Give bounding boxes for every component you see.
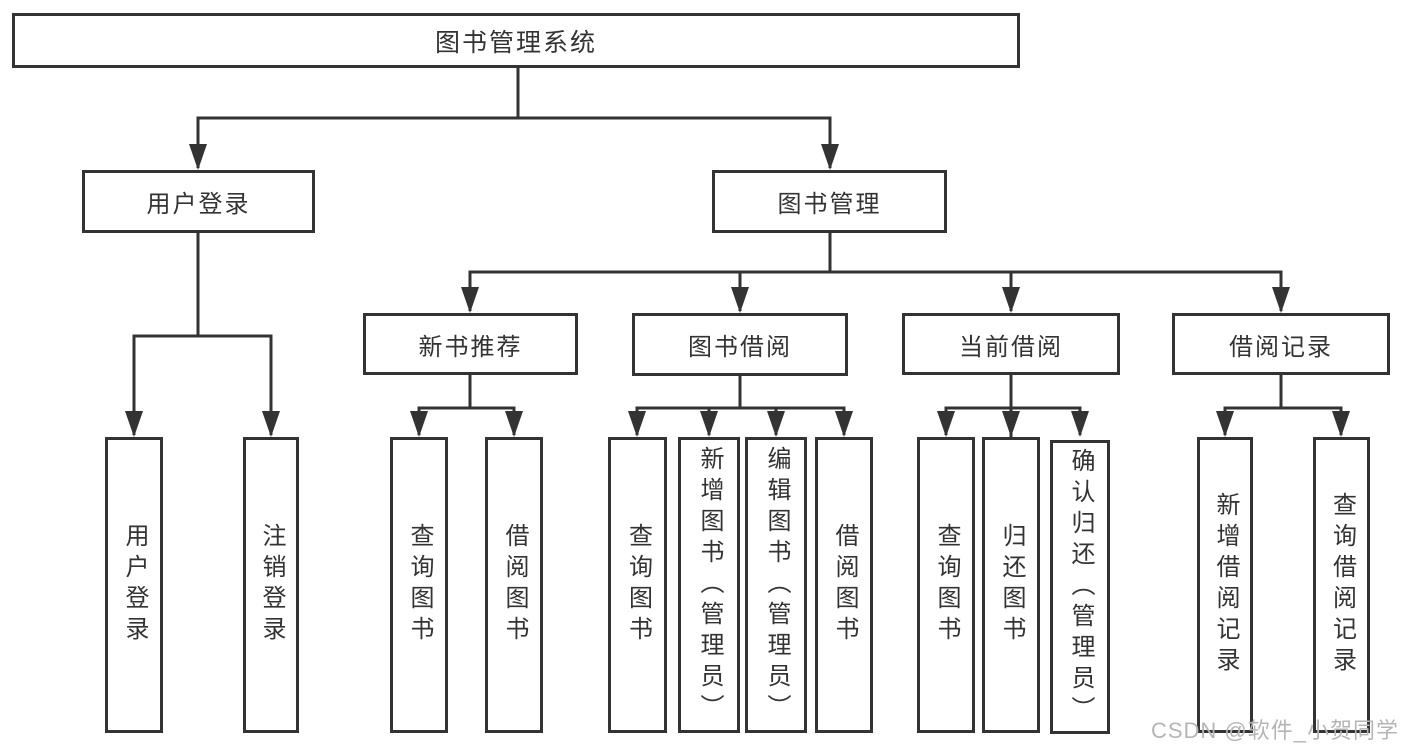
leaf-user-login: 用户登录	[105, 437, 163, 733]
leaf-edit-books-admin: 编辑图书（管理员）	[745, 437, 807, 733]
leaf-query-borrow-record: 查询借阅记录	[1313, 437, 1370, 733]
leaf-query-books-2: 查询图书	[608, 437, 667, 733]
leaf-edit-books-admin-label: 编辑图书（管理员）	[763, 445, 790, 725]
leaf-query-books-1: 查询图书	[390, 437, 448, 733]
leaf-query-borrow-record-label: 查询借阅记录	[1328, 492, 1356, 678]
leaf-query-books-2-label: 查询图书	[624, 523, 652, 647]
node-book-borrowing-label: 图书借阅	[688, 334, 792, 361]
leaf-query-books-3-label: 查询图书	[933, 523, 960, 647]
node-user-login: 用户登录	[82, 170, 315, 233]
leaf-return-books: 归还图书	[982, 437, 1040, 733]
leaf-borrow-books-1: 借阅图书	[485, 437, 543, 733]
leaf-confirm-return-admin-label: 确认归还（管理员）	[1067, 447, 1094, 727]
leaf-return-books-label: 归还图书	[998, 523, 1025, 647]
leaf-borrow-books-1-label: 借阅图书	[501, 523, 528, 647]
leaf-add-books-admin: 新增图书（管理员）	[678, 437, 740, 733]
node-root: 图书管理系统	[12, 13, 1020, 68]
node-new-book-recommendation: 新书推荐	[363, 313, 578, 375]
node-root-label: 图书管理系统	[434, 28, 597, 57]
node-current-borrowing: 当前借阅	[902, 313, 1120, 375]
node-new-book-recommendation-label: 新书推荐	[418, 333, 523, 361]
node-book-management-label: 图书管理	[777, 191, 882, 218]
leaf-add-books-admin-label: 新增图书（管理员）	[696, 445, 723, 725]
leaf-borrow-books-2: 借阅图书	[815, 437, 873, 733]
leaf-add-borrow-record: 新增借阅记录	[1197, 437, 1253, 733]
leaf-user-login-label: 用户登录	[121, 523, 148, 647]
csdn-watermark: CSDN @软件_小贺同学	[1150, 718, 1399, 743]
leaf-query-books-3: 查询图书	[917, 437, 975, 733]
node-current-borrowing-label: 当前借阅	[959, 333, 1063, 361]
leaf-add-borrow-record-label: 新增借阅记录	[1212, 492, 1239, 678]
node-borrowing-records-label: 借阅记录	[1229, 333, 1333, 361]
node-book-management: 图书管理	[712, 170, 947, 233]
leaf-logout: 注销登录	[243, 437, 299, 733]
leaf-query-books-1-label: 查询图书	[406, 523, 433, 647]
node-book-borrowing: 图书借阅	[632, 313, 848, 376]
leaf-logout-label: 注销登录	[258, 523, 285, 647]
leaf-borrow-books-2-label: 借阅图书	[831, 523, 858, 647]
node-user-login-label: 用户登录	[146, 191, 251, 218]
leaf-confirm-return-admin: 确认归还（管理员）	[1050, 440, 1110, 734]
node-borrowing-records: 借阅记录	[1172, 313, 1390, 375]
